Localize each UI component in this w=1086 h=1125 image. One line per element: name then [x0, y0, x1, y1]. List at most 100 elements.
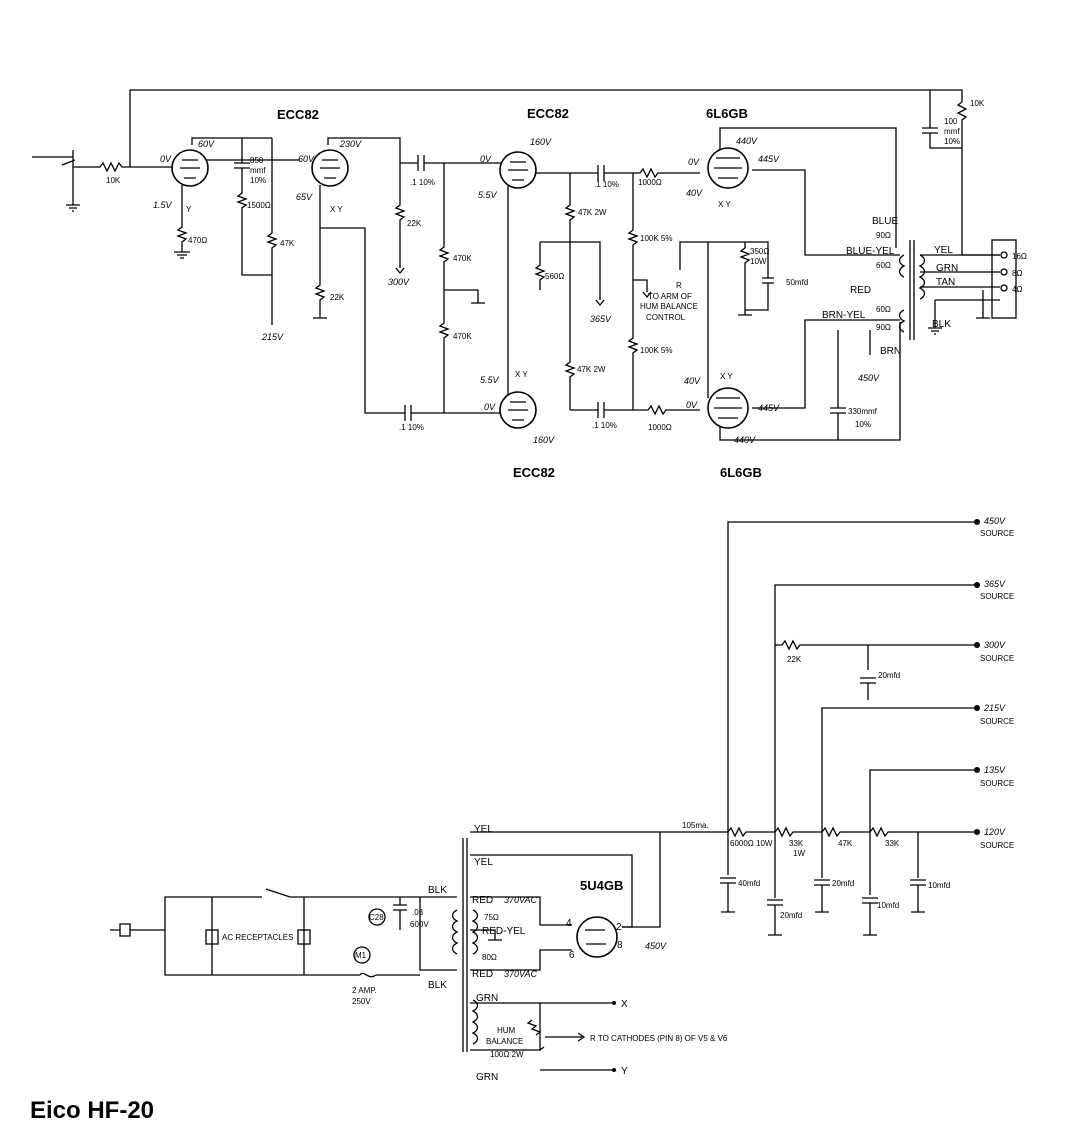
label-ot-grn: GRN: [936, 263, 958, 274]
label-r1500: 1500Ω: [247, 201, 271, 210]
label-tap-8: 8Ω: [1012, 269, 1022, 278]
label-fuse-1: 2 AMP.: [352, 986, 377, 995]
m1-marker: [353, 946, 371, 964]
label-pt-red-bot: RED: [472, 969, 493, 980]
label-pt-yel-top: YEL: [474, 824, 493, 835]
label-c-coupl: .1 10%: [410, 178, 435, 187]
label-pt-blk-bot: BLK: [428, 980, 447, 991]
label-ac-rec: AC RECEPTACLES: [222, 933, 293, 942]
label-c10-a: 10mfd: [877, 901, 899, 910]
label-r47k: 47K: [280, 239, 295, 248]
label-s120-src: SOURCE: [980, 841, 1014, 850]
label-c-bot: .1 10%: [592, 421, 617, 430]
label-hum-1: HUM: [497, 1026, 516, 1035]
power-supply-wiring: [110, 519, 980, 1072]
label-brn-yel: BRN-YEL: [822, 310, 866, 321]
label-v5-bias: 40V: [686, 188, 703, 198]
label-c100: 100: [944, 117, 958, 126]
label-c-top: .1 10%: [594, 180, 619, 189]
label-pt-yel-2: YEL: [474, 857, 493, 868]
label-c28: C28: [369, 913, 384, 922]
label-b365: 365V: [590, 314, 612, 324]
label-v2-plate: 230V: [339, 139, 362, 149]
label-inv-up-plate: 160V: [530, 137, 552, 147]
label-r47k-bot: 47K 2W: [577, 365, 606, 374]
label-pt-370a: 370VAC: [504, 895, 538, 905]
label-pt-grn-top: GRN: [476, 993, 498, 1004]
label-r-in: 10K: [106, 176, 121, 185]
c28-marker: [368, 908, 386, 926]
tube-v3-upper: [499, 151, 537, 189]
label-s300-src: SOURCE: [980, 654, 1014, 663]
label-r33k-1w-b: 1W: [793, 849, 805, 858]
label-c03-v: 600V: [410, 920, 429, 929]
label-s450-src: SOURCE: [980, 529, 1014, 538]
label-v2-grid: 60V: [298, 154, 315, 164]
label-s215: 215V: [983, 703, 1006, 713]
label-ot-blk: BLK: [932, 319, 951, 330]
tube-v1: [171, 149, 209, 187]
label-c10-b: 10mfd: [928, 881, 950, 890]
label-c20-top: 20mfd: [878, 671, 900, 680]
label-c330: 330mmf: [848, 407, 878, 416]
label-pt-r80: 80Ω: [482, 953, 497, 962]
label-r350-w: 10W: [750, 257, 767, 266]
label-v2-cath: 65V: [296, 192, 313, 202]
label-r470k-b: 470K: [453, 332, 472, 341]
label-ma: 105ma.: [682, 821, 709, 830]
label-r90b: 90Ω: [876, 323, 891, 332]
label-inv-lo-grid: 0V: [484, 402, 496, 412]
label-hum-x: X: [621, 999, 628, 1010]
label-v1-grid: 0V: [160, 154, 172, 164]
tube-v3-lower: [499, 391, 537, 429]
label-r470k-a: 470K: [453, 254, 472, 263]
label-cath-note: R TO CATHODES (PIN 8) OF V5 & V6: [590, 1034, 728, 1043]
tube-v6: [707, 387, 749, 429]
label-inv-lo-xy: X Y: [515, 370, 528, 379]
label-r90a: 90Ω: [876, 231, 891, 240]
label-r33k-1w: 33K: [789, 839, 804, 848]
label-pt-blk-top: BLK: [428, 885, 447, 896]
label-v6-grid: 0V: [686, 400, 698, 410]
label-blue: BLUE: [872, 216, 898, 227]
label-c850-unit: mmf: [250, 166, 266, 175]
label-r1000-top: 1000Ω: [638, 178, 662, 187]
label-pt-grn-bot: GRN: [476, 1072, 498, 1083]
label-hum-note-3: CONTROL: [646, 313, 686, 322]
label-v6-xy: X Y: [720, 372, 733, 381]
label-s365: 365V: [984, 579, 1006, 589]
label-c100-tol: 10%: [944, 137, 960, 146]
label-r22k-supply: 22K: [787, 655, 802, 664]
page-title: Eico HF-20: [30, 1097, 154, 1124]
label-hum-note-1: TO ARM OF: [648, 292, 692, 301]
label-v2-xy: X Y: [330, 205, 343, 214]
label-ot-yel: YEL: [934, 245, 953, 256]
label-hum-2: BALANCE: [486, 1037, 523, 1046]
label-c03: .03: [412, 908, 424, 917]
label-s450: 450V: [984, 516, 1006, 526]
label-inv-up-grid: 0V: [480, 154, 492, 164]
label-hum-y: Y: [621, 1066, 628, 1077]
label-r33k-supply: 33K: [885, 839, 900, 848]
label-c20-b: 20mfd: [780, 911, 802, 920]
label-c850-tol: 10%: [250, 176, 266, 185]
tube-label-v3: ECC82: [513, 465, 555, 480]
label-blue-yel: BLUE-YEL: [846, 246, 895, 257]
tube-v5: [707, 147, 749, 189]
label-r470: 470Ω: [188, 236, 207, 245]
label-brn: BRN: [880, 346, 901, 357]
label-v5-xy: X Y: [718, 200, 731, 209]
label-inv-lo-cath: 5.5V: [480, 375, 500, 385]
label-v1-cath: 1.5V: [153, 200, 173, 210]
label-pt-red-top: RED: [472, 895, 493, 906]
label-b215: 215V: [261, 332, 284, 342]
label-c850: 850: [250, 156, 264, 165]
label-b450-ot: 450V: [858, 373, 880, 383]
label-c100-unit: mmf: [944, 127, 960, 136]
label-s135: 135V: [984, 765, 1006, 775]
label-r1000-bot: 1000Ω: [648, 423, 672, 432]
label-hum-r: R: [676, 281, 682, 290]
label-r6000: 6000Ω 10W: [730, 839, 773, 848]
label-r47k-top: 47K 2W: [578, 208, 607, 217]
